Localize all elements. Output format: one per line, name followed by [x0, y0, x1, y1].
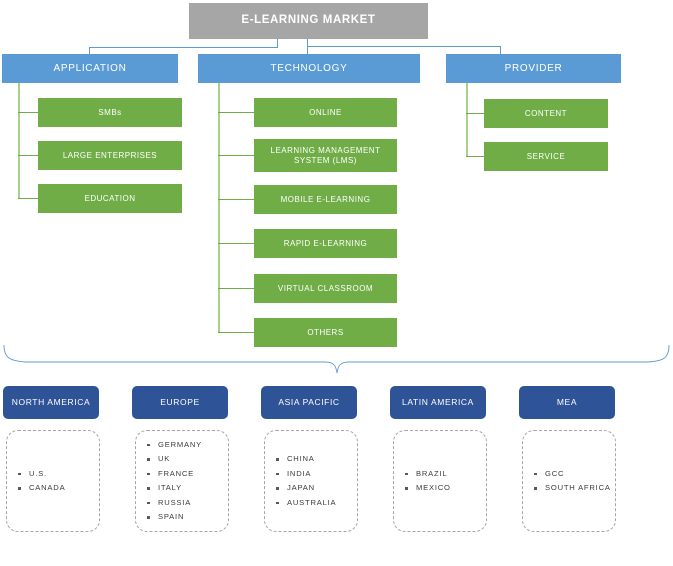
region-card-north-america: U.S. CANADA	[6, 430, 100, 532]
country-item: RUSSIA	[147, 496, 228, 511]
country-list-europe: GERMANY UK FRANCE ITALY RUSSIA SPAIN	[136, 438, 228, 525]
connector-technology-stub-1	[218, 112, 254, 113]
connector-application-drop	[89, 47, 90, 55]
segment-node-provider: PROVIDER	[446, 54, 621, 83]
region-card-mea: GCC SOUTH AFRICA	[522, 430, 616, 532]
connector-root-right-horizontal	[307, 46, 501, 47]
country-item: CANADA	[18, 481, 99, 496]
country-item: SPAIN	[147, 510, 228, 525]
region-header-north-america: NORTH AMERICA	[3, 386, 99, 419]
leaf-node-smbs: SMBs	[38, 98, 182, 127]
region-brace	[0, 336, 673, 386]
connector-application-trunk	[18, 83, 20, 199]
connector-application-stub-3	[18, 198, 38, 199]
leaf-node-service: SERVICE	[484, 142, 608, 171]
country-list-mea: GCC SOUTH AFRICA	[523, 467, 615, 496]
connector-technology-stub-3	[218, 199, 254, 200]
connector-application-stub-2	[18, 155, 38, 156]
country-item: CHINA	[276, 452, 357, 467]
region-header-mea: MEA	[519, 386, 615, 419]
root-node-e-learning-market: E-LEARNING MARKET	[189, 3, 428, 39]
segment-node-technology: TECHNOLOGY	[198, 54, 420, 83]
leaf-node-mobile-e-learning: MOBILE E-LEARNING	[254, 185, 397, 214]
country-item: JAPAN	[276, 481, 357, 496]
connector-provider-stub-1	[466, 113, 484, 114]
connector-provider-drop	[500, 46, 501, 55]
country-item: SOUTH AFRICA	[534, 481, 615, 496]
segment-node-application: APPLICATION	[2, 54, 178, 83]
country-item: GERMANY	[147, 438, 228, 453]
leaf-node-learning-management-system: LEARNING MANAGEMENT SYSTEM (LMS)	[254, 139, 397, 172]
country-item: ITALY	[147, 481, 228, 496]
country-item: UK	[147, 452, 228, 467]
connector-technology-drop	[307, 39, 308, 55]
leaf-node-others: OTHERS	[254, 318, 397, 347]
connector-technology-trunk	[218, 83, 220, 333]
leaf-node-virtual-classroom: VIRTUAL CLASSROOM	[254, 274, 397, 303]
country-item: MEXICO	[405, 481, 486, 496]
connector-root-left-stem	[277, 39, 278, 48]
connector-provider-stub-2	[466, 156, 484, 157]
leaf-node-rapid-e-learning: RAPID E-LEARNING	[254, 229, 397, 258]
country-list-asia-pacific: CHINA INDIA JAPAN AUSTRALIA	[265, 452, 357, 510]
connector-technology-stub-6	[218, 332, 254, 333]
connector-technology-stub-4	[218, 243, 254, 244]
leaf-node-online: ONLINE	[254, 98, 397, 127]
region-card-europe: GERMANY UK FRANCE ITALY RUSSIA SPAIN	[135, 430, 229, 532]
country-item: AUSTRALIA	[276, 496, 357, 511]
region-header-latin-america: LATIN AMERICA	[390, 386, 486, 419]
connector-root-left-horizontal	[89, 47, 278, 48]
region-card-latin-america: BRAZIL MEXICO	[393, 430, 487, 532]
region-header-europe: EUROPE	[132, 386, 228, 419]
country-item: U.S.	[18, 467, 99, 482]
connector-technology-stub-2	[218, 155, 254, 156]
leaf-node-education: EDUCATION	[38, 184, 182, 213]
brace-icon	[3, 344, 670, 374]
country-list-north-america: U.S. CANADA	[7, 467, 99, 496]
leaf-node-content: CONTENT	[484, 99, 608, 128]
country-item: BRAZIL	[405, 467, 486, 482]
leaf-node-large-enterprises: LARGE ENTERPRISES	[38, 141, 182, 170]
country-item: GCC	[534, 467, 615, 482]
country-item: INDIA	[276, 467, 357, 482]
country-list-latin-america: BRAZIL MEXICO	[394, 467, 486, 496]
region-card-asia-pacific: CHINA INDIA JAPAN AUSTRALIA	[264, 430, 358, 532]
connector-application-stub-1	[18, 112, 38, 113]
country-item: FRANCE	[147, 467, 228, 482]
region-header-asia-pacific: ASIA PACIFIC	[261, 386, 357, 419]
connector-technology-stub-5	[218, 288, 254, 289]
connector-provider-trunk	[466, 83, 468, 157]
